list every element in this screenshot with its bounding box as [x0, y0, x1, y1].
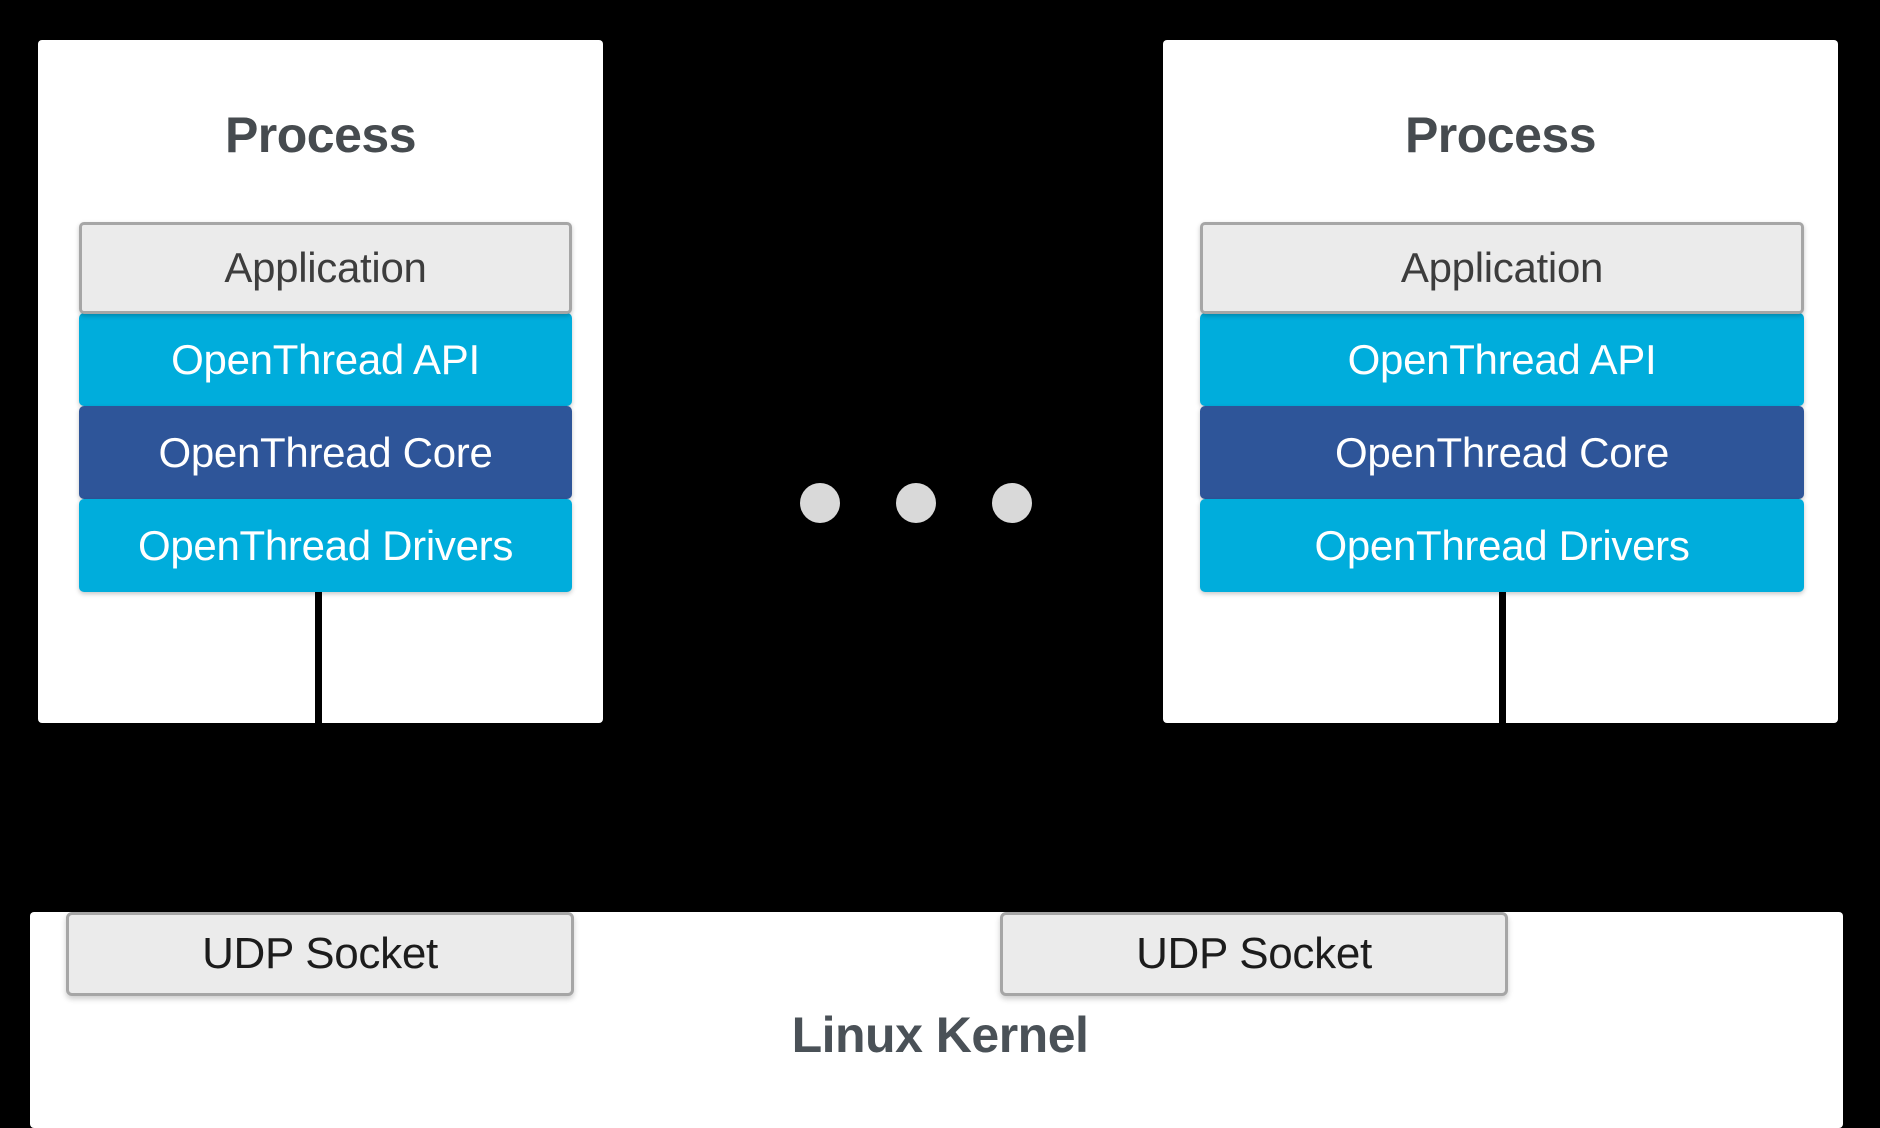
ellipsis-dot — [896, 483, 936, 523]
process-title-right: Process — [1404, 107, 1597, 163]
socket-label: UDP Socket — [202, 929, 438, 978]
layer-label: OpenThread API — [1347, 335, 1657, 383]
layer-label: OpenThread Core — [1334, 428, 1670, 476]
layer-application-right[interactable]: Application — [1200, 222, 1804, 314]
arrow-shaft — [1499, 578, 1506, 723]
layer-stack-left: Application OpenThread API OpenThread Co… — [79, 222, 572, 592]
ellipsis-dot — [992, 483, 1032, 523]
layer-openthread-core-right[interactable]: OpenThread Core — [1200, 406, 1804, 499]
socket-label: UDP Socket — [1136, 929, 1372, 978]
layer-stack-right: Application OpenThread API OpenThread Co… — [1200, 222, 1804, 592]
layer-application-left[interactable]: Application — [79, 222, 572, 314]
layer-label: OpenThread API — [171, 335, 480, 383]
layer-label: Application — [224, 244, 427, 291]
udp-socket-right[interactable]: UDP Socket — [1000, 912, 1508, 996]
layer-openthread-api-left[interactable]: OpenThread API — [79, 313, 572, 406]
process-title-left: Process — [224, 107, 417, 163]
layer-openthread-drivers-right[interactable]: OpenThread Drivers — [1200, 499, 1804, 592]
layer-label: OpenThread Drivers — [137, 521, 514, 569]
layer-openthread-api-right[interactable]: OpenThread API — [1200, 313, 1804, 406]
udp-socket-left[interactable]: UDP Socket — [66, 912, 574, 996]
more-processes-ellipsis — [800, 483, 1032, 523]
ellipsis-dot — [800, 483, 840, 523]
layer-label: OpenThread Core — [158, 428, 493, 476]
layer-openthread-core-left[interactable]: OpenThread Core — [79, 406, 572, 499]
arrow-shaft — [315, 578, 322, 723]
layer-label: Application — [1400, 244, 1604, 291]
kernel-title: Linux Kernel — [791, 1007, 1089, 1063]
layer-label: OpenThread Drivers — [1314, 521, 1690, 569]
layer-openthread-drivers-left[interactable]: OpenThread Drivers — [79, 499, 572, 592]
